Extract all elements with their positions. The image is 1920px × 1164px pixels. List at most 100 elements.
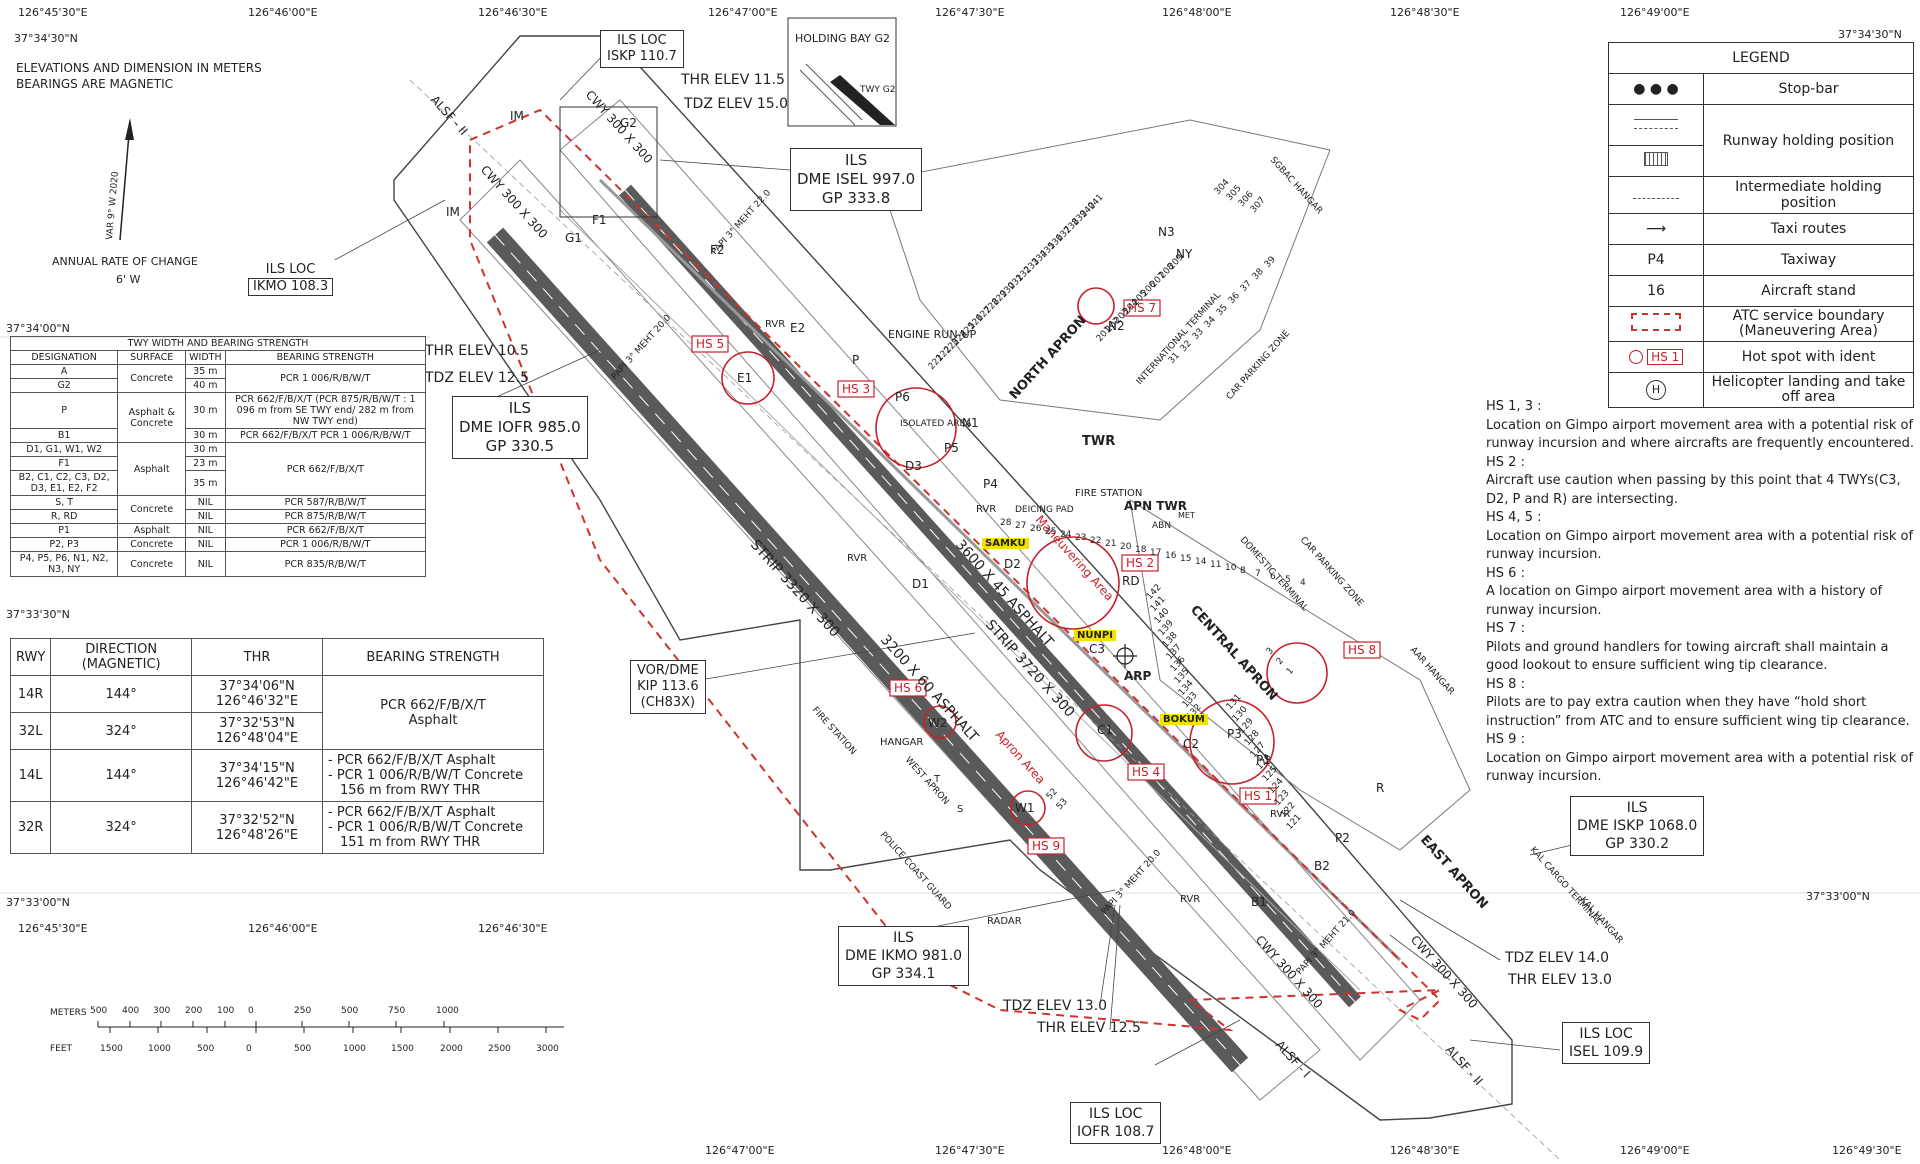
navaid-ils-loc-iofr[interactable]: ILS LOC IOFR 108.7 bbox=[1070, 1102, 1162, 1144]
navaid-title: ILS bbox=[844, 151, 868, 169]
rwy-cell: 144° bbox=[50, 675, 192, 713]
legend-label: Hot spot with ident bbox=[1703, 341, 1914, 373]
thr-elev-11-5: THR ELEV 11.5 bbox=[681, 72, 785, 88]
twy-cell: PCR 875/R/B/W/T bbox=[224, 509, 427, 524]
tdz-elev-12-5: TDZ ELEV 12.5 bbox=[425, 370, 530, 386]
twy-t: T bbox=[933, 774, 941, 785]
hs8-label[interactable]: HS 8 bbox=[1348, 643, 1376, 657]
cwy-label-2: CWY 300 X 300 bbox=[478, 163, 551, 242]
aircraft-stand-25: 25 bbox=[1045, 527, 1056, 537]
hs9-label[interactable]: HS 9 bbox=[1032, 839, 1060, 853]
aircraft-stand-53: 53 bbox=[1055, 797, 1070, 812]
rwy-thr-lon: 126°48'04"E bbox=[215, 731, 299, 746]
rwy-bs-line: Asphalt bbox=[408, 712, 458, 728]
twy-n3: N3 bbox=[1158, 225, 1175, 239]
legend-label: Stop-bar bbox=[1703, 73, 1914, 105]
twy-cell: 30 m bbox=[185, 442, 226, 457]
aircraft-stand-35: 35 bbox=[1215, 303, 1230, 318]
hangar-label: HANGAR bbox=[880, 737, 923, 748]
coord-lat-2: 37°33'30"N bbox=[6, 608, 70, 621]
twy-cell: NIL bbox=[185, 523, 226, 538]
fire-station-label-2: FIRE STATION bbox=[810, 705, 858, 757]
navaid-vor-dme[interactable]: VOR/DME KIP 113.6 (CH83X) bbox=[630, 660, 706, 714]
navaid-title: ILS bbox=[893, 930, 914, 946]
legend-label: Helicopter landing and take off area bbox=[1703, 372, 1914, 408]
reporting-point-bokum[interactable]: BOKUM bbox=[1160, 714, 1208, 725]
coord-left-bottom-1: 126°46'00"E bbox=[248, 922, 318, 935]
twy-e1: E1 bbox=[737, 371, 752, 385]
navaid-ils-iofr[interactable]: ILS DME IOFR 985.0 GP 330.5 bbox=[452, 396, 588, 459]
hotspot-circle-w2 bbox=[923, 705, 957, 739]
twy-cell: NIL bbox=[185, 551, 226, 577]
rwy-table-header: THR bbox=[191, 638, 323, 676]
aircraft-stand-14: 14 bbox=[1195, 557, 1207, 567]
aircraft-stand-21: 21 bbox=[1105, 539, 1116, 549]
reporting-point-nunpi[interactable]: NUNPI bbox=[1074, 630, 1116, 641]
twy-cell: PCR 587/R/B/W/T bbox=[224, 495, 427, 510]
twy-cell: PCR 662/F/B/X/T (PCR 875/R/B/W/T : 1 096… bbox=[224, 392, 427, 429]
car-parking-label: CAR PARKING ZONE bbox=[1225, 328, 1293, 402]
navaid-title: ILS LOC bbox=[1089, 1106, 1143, 1122]
radar-label: RADAR bbox=[987, 916, 1022, 927]
navaid-ils-ikmo[interactable]: ILS DME IKMO 981.0 GP 334.1 bbox=[838, 926, 970, 986]
navaid-ils-loc-iskp[interactable]: ILS LOC ISKP 110.7 bbox=[600, 30, 684, 68]
hs1-label[interactable]: HS 1 bbox=[1244, 789, 1272, 803]
hotspot-note-text: Pilots are to pay extra caution when the… bbox=[1486, 695, 1910, 729]
rwy-bs-cell: - PCR 662/F/B/X/T Asphalt- PCR 1 006/R/B… bbox=[322, 801, 544, 854]
hs7-label[interactable]: HS 7 bbox=[1128, 301, 1156, 315]
navaid-title: ILS LOC bbox=[617, 33, 667, 48]
hs6-label[interactable]: HS 6 bbox=[894, 681, 922, 695]
scale-feet-value: 500 bbox=[197, 1044, 215, 1054]
twy-p1: P1 bbox=[1256, 753, 1271, 767]
coord-bottom-5: 126°49'30"E bbox=[1832, 1144, 1902, 1157]
twy-c2: C2 bbox=[1183, 737, 1199, 751]
twy-cell: B2, C1, C2, C3, D2, D3, E1, E2, F2 bbox=[9, 470, 119, 496]
police-label: POLICE COAST GUARD bbox=[878, 830, 953, 912]
hs2-label[interactable]: HS 2 bbox=[1126, 556, 1154, 570]
scale-feet-value: 2000 bbox=[440, 1044, 463, 1054]
coord-top-5: 126°48'00"E bbox=[1162, 6, 1232, 19]
rwy-table-header: RWY bbox=[9, 638, 52, 676]
aircraft-stand-27: 27 bbox=[1015, 521, 1026, 531]
scale-feet-label: FEET bbox=[50, 1044, 73, 1054]
twy-cell: G2 bbox=[9, 378, 119, 393]
hs3-label[interactable]: HS 3 bbox=[842, 382, 870, 396]
hs5-label[interactable]: HS 5 bbox=[696, 337, 724, 351]
twy-b1: B1 bbox=[1251, 895, 1267, 909]
navaid-ils-loc-isel[interactable]: ILS LOC ISEL 109.9 bbox=[1562, 1022, 1651, 1064]
hotspot-tags: HS 5 HS 3 HS 7 HS 2 HS 8 HS 4 HS 1 HS 6 … bbox=[691, 299, 1381, 855]
aircraft-stand-16: 16 bbox=[1165, 551, 1177, 561]
reporting-point-samku[interactable]: SAMKU bbox=[982, 538, 1029, 549]
legend-label: Taxi routes bbox=[1703, 213, 1914, 245]
twy-e2: E2 bbox=[790, 321, 805, 335]
coord-lat-3: 37°33'00"N bbox=[6, 896, 70, 909]
twy-r: R bbox=[1376, 781, 1384, 795]
coord-top-3: 126°47'00"E bbox=[708, 6, 778, 19]
scale-meter-value: 100 bbox=[217, 1006, 235, 1016]
hotspot-circle-n2 bbox=[1077, 287, 1115, 325]
twy-p: P bbox=[852, 353, 859, 367]
navaid-ils-loc-ikmo[interactable]: ILS LOC IKMO 108.3 bbox=[242, 260, 340, 298]
navaid-ils-isel[interactable]: ILS DME ISEL 997.0 GP 333.8 bbox=[790, 148, 923, 211]
navaid-ils-iskp[interactable]: ILS DME ISKP 1068.0 GP 330.2 bbox=[1570, 796, 1705, 856]
aircraft-stand-38: 38 bbox=[1251, 267, 1266, 282]
twy-d3: D3 bbox=[905, 459, 922, 473]
rwy-thr-lon: 126°48'26"E bbox=[215, 827, 299, 843]
rvr-2: RVR bbox=[847, 553, 867, 564]
scale-feet-value: 1000 bbox=[343, 1044, 366, 1054]
navaid-value: DME IOFR 985.0 bbox=[459, 418, 581, 436]
extended-centerline bbox=[409, 79, 1561, 1161]
rwy-table: RWY DIRECTION (MAGNETIC) THR BEARING STR… bbox=[9, 638, 544, 854]
twy-cell: NIL bbox=[185, 509, 226, 524]
rwy-cell: 14L bbox=[9, 749, 52, 802]
taxi-route-arrow-icon: ⟶ bbox=[1608, 213, 1704, 245]
alsf-label-4: ALSF - II bbox=[1443, 1043, 1486, 1088]
twy-rvr: RVR bbox=[976, 504, 996, 515]
engine-runup-label: ENGINE RUN-UP bbox=[888, 328, 977, 341]
twy-cell: D1, G1, W1, W2 bbox=[9, 442, 119, 457]
twy-cell: Asphalt & Concrete bbox=[117, 392, 187, 443]
hotspot-circle-c1 bbox=[1075, 704, 1133, 762]
aircraft-stand-52: 52 bbox=[1045, 787, 1060, 802]
hs4-label[interactable]: HS 4 bbox=[1132, 765, 1160, 779]
hotspot-note-title: HS 2 : bbox=[1486, 454, 1525, 470]
